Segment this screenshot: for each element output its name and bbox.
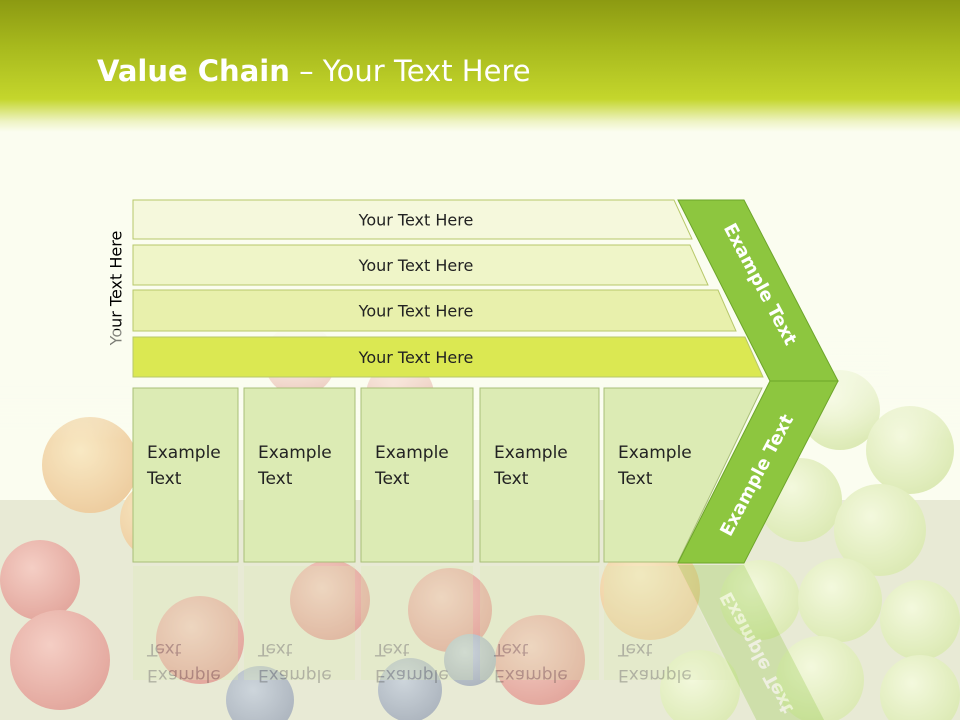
activity-label: Example [258, 443, 332, 463]
strawberry-fruit [290, 560, 370, 640]
activity-box [360, 387, 474, 563]
orange-fruit [42, 417, 138, 513]
grape-fruit [798, 558, 882, 642]
activity-label: Text [374, 469, 410, 489]
activity-label: Example [618, 443, 692, 463]
grape-fruit [834, 484, 926, 576]
reflection-box [133, 566, 238, 680]
grape-fruit [660, 650, 740, 720]
reflection-label: Text [617, 639, 653, 659]
activity-box [132, 387, 239, 563]
reflection-label: Text [493, 639, 529, 659]
blueberry-fruit [444, 634, 496, 686]
reflection-label: Text [257, 639, 293, 659]
activity-label: Text [493, 469, 529, 489]
activity-box [243, 387, 356, 563]
title-rest: – Your Text Here [289, 54, 531, 88]
support-row-label: Your Text Here [358, 348, 474, 367]
support-row [132, 289, 737, 332]
activity-label: Text [617, 469, 653, 489]
reflection-chevron [678, 565, 825, 720]
reflection-box [480, 566, 599, 680]
activity-label: Example [494, 443, 568, 463]
chevron-lower-arm [677, 380, 839, 564]
strawberry-fruit [495, 615, 585, 705]
orange-fruit [600, 540, 700, 640]
strawberry-fruit [0, 540, 80, 620]
support-row-label: Your Text Here [358, 211, 474, 230]
title-bold: Value Chain [97, 54, 290, 88]
activity-label: Example [375, 443, 449, 463]
activity-label: Example [147, 443, 221, 463]
reflection-label: Text [374, 639, 410, 659]
support-row-label: Your Text Here [358, 302, 474, 321]
activity-label: Text [257, 469, 293, 489]
grape-fruit [720, 560, 800, 640]
support-row [132, 244, 709, 286]
strawberry-fruit [408, 568, 492, 652]
support-row [132, 199, 693, 240]
reflection-label: Example [147, 665, 221, 685]
strawberry-fruit [156, 596, 244, 684]
reflection-label: Example [618, 665, 692, 685]
reflection-box [604, 566, 734, 680]
reflection-label: Text [146, 639, 182, 659]
page-title: Value Chain – Your Text Here [97, 54, 531, 88]
reflection-box [361, 566, 473, 680]
support-row-label: Your Text Here [358, 256, 474, 275]
strawberry-fruit [10, 610, 110, 710]
activity-box [479, 387, 600, 563]
reflection-label: Example [375, 665, 449, 685]
activity-label: Text [146, 469, 182, 489]
support-row [132, 336, 764, 378]
reflection-label: Example [258, 665, 332, 685]
header-band [0, 0, 960, 132]
blueberry-fruit [378, 658, 442, 720]
reflection-label: Example [494, 665, 568, 685]
reflection-box [244, 566, 355, 680]
grape-fruit [880, 580, 960, 660]
blueberry-fruit [226, 666, 294, 720]
grape-fruit [880, 655, 960, 720]
grape-fruit [776, 636, 864, 720]
